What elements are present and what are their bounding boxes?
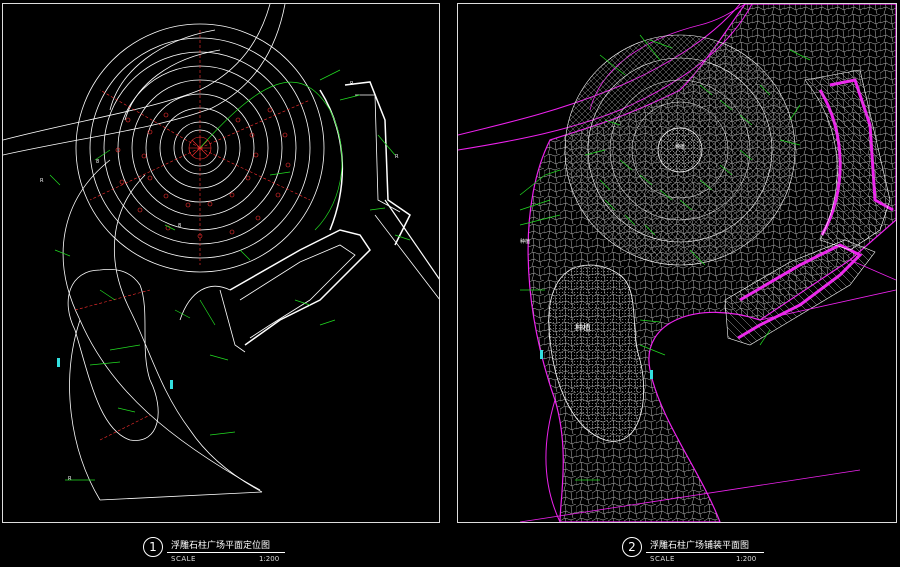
caption-paving-plan: 2 浮雕石柱广场铺装平面图 SCALE 1:200 [622, 537, 772, 567]
left-plan-axis-lines [74, 30, 311, 441]
right-plan-labels: 种植 种植 种植 [520, 143, 685, 332]
scale-ratio: 1:200 [259, 555, 280, 563]
edge-label: 种植 [520, 238, 530, 245]
svg-text:R: R [40, 178, 44, 184]
svg-text:R: R [350, 81, 354, 87]
pond-label: 种植 [575, 322, 591, 332]
left-plan-annotations: 8 8 R R R R [40, 81, 399, 482]
title-underline [167, 552, 285, 553]
caption-positioning-plan: 1 浮雕石柱广场平面定位图 SCALE 1:200 [143, 537, 293, 567]
scale-label: SCALE [171, 555, 196, 563]
title-underline [646, 552, 764, 553]
scale-label: SCALE [650, 555, 675, 563]
drawing-title: 浮雕石柱广场平面定位图 [171, 541, 271, 551]
svg-text:8: 8 [96, 159, 99, 165]
right-plan-paving [458, 4, 896, 522]
svg-text:R: R [68, 476, 72, 482]
left-plan-cyan-markers [57, 358, 173, 389]
right-plan-leader-lines [519, 34, 811, 481]
left-plan-dimension-lines [49, 69, 411, 481]
svg-text:8: 8 [178, 223, 181, 229]
plaza-center-label: 种植 [675, 143, 685, 150]
drawing-frame-positioning-plan [2, 3, 440, 523]
drawing-frame-paving-plan [457, 3, 897, 523]
drawing-title: 浮雕石柱广场铺装平面图 [650, 541, 750, 551]
scale-ratio: 1:200 [736, 555, 757, 563]
drawing-number-badge: 1 [143, 537, 163, 557]
left-plan-column-points [115, 107, 291, 239]
drawing-number-badge: 2 [622, 537, 642, 557]
svg-text:R: R [395, 154, 399, 160]
right-plan-cyan-markers [540, 350, 653, 379]
